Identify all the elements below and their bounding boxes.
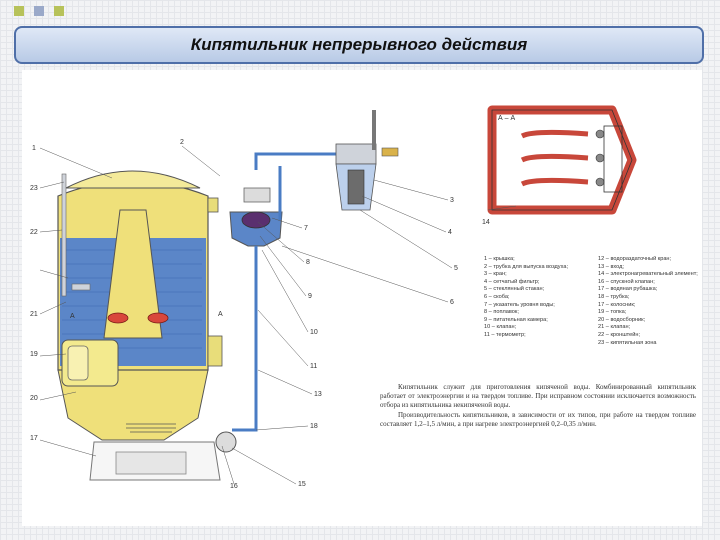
legend-item: 9 – питательная камера; xyxy=(484,316,548,323)
legend-item: 17 – колосник; xyxy=(598,301,636,308)
callout-16: 16 xyxy=(230,483,238,490)
filter-head xyxy=(335,143,377,165)
drain-valve xyxy=(215,431,237,453)
boiler-diagram: 1 2 3 4 5 6 7 8 9 10 11 13 14 15 16 17 1… xyxy=(30,105,637,490)
callout-3: 3 xyxy=(450,197,454,204)
callout-10: 10 xyxy=(310,329,318,336)
boiling-funnel xyxy=(103,209,163,339)
callout-13: 13 xyxy=(314,391,322,398)
callout-15: 15 xyxy=(298,481,306,488)
grate xyxy=(126,423,176,433)
air-outlet xyxy=(207,197,219,213)
callout-17: 17 xyxy=(30,435,38,442)
float-valve xyxy=(243,187,271,203)
callout-18: 18 xyxy=(310,423,318,430)
decor-square xyxy=(54,6,64,16)
decor-square xyxy=(34,6,44,16)
legend-item: 19 – топка; xyxy=(598,309,627,316)
legend-item: 11 – термометр; xyxy=(484,331,526,338)
slide-content: 1 2 3 4 5 6 7 8 9 10 11 13 14 15 16 17 1… xyxy=(22,70,702,526)
side-valve xyxy=(207,335,223,367)
legend-item: 22 – кронштейн; xyxy=(598,331,641,338)
section-arrow-left: A xyxy=(70,313,75,320)
boiler-lid xyxy=(65,170,201,189)
description-text: Кипятильник служит для приготовления кип… xyxy=(380,383,696,429)
callout-11: 11 xyxy=(310,363,317,370)
legend-item: 13 – вход; xyxy=(598,263,624,270)
terminal-bolts xyxy=(595,129,605,187)
callout-19: 19 xyxy=(30,351,38,358)
heater-element xyxy=(147,312,169,324)
legend-item: 14 – электронагревательный элемент; xyxy=(598,271,698,278)
legend-item: 4 – сетчатый фильтр; xyxy=(484,278,540,285)
ash-drawer xyxy=(115,451,187,475)
callout-20: 20 xyxy=(30,395,38,402)
heater-coils xyxy=(520,129,589,187)
legend-item: 17 – водяная рубашка; xyxy=(598,286,658,293)
float xyxy=(241,211,271,229)
callout-9: 9 xyxy=(308,293,312,300)
decor-square xyxy=(14,6,24,16)
legend-column-left: 1 – крышка; 2 – трубка для выпуска возду… xyxy=(484,256,588,340)
legend-item: 20 – водосборник; xyxy=(598,316,646,323)
callout-1: 1 xyxy=(32,145,36,152)
slide-title-bar: Кипятильник непрерывного действия xyxy=(14,26,704,64)
legend-item: 18 – трубка; xyxy=(598,293,630,300)
legend-item: 16 – спускной клапан; xyxy=(598,278,655,285)
callout-21: 21 xyxy=(30,311,38,318)
door-handle xyxy=(67,345,89,381)
description-paragraph: Производительность кипятильников, в зави… xyxy=(380,410,696,428)
level-gauge xyxy=(61,173,67,297)
callout-6: 6 xyxy=(450,299,454,306)
section-arrow-right: A xyxy=(218,311,223,318)
callout-14: 14 xyxy=(482,219,490,226)
legend-item: 8 – поплавок; xyxy=(484,309,519,316)
terminal-plate xyxy=(603,125,623,193)
leader-lines xyxy=(39,145,517,485)
legend-item: 21 – клапан; xyxy=(598,324,631,331)
legend-item: 3 – кран; xyxy=(484,271,507,278)
legend-item: 23 – кипятильная зона xyxy=(598,339,657,346)
faucet-handle xyxy=(372,110,376,150)
legend-item: 10 – клапан; xyxy=(484,324,517,331)
legend-item: 5 – стеклянный стакан; xyxy=(484,286,545,293)
mesh-filter xyxy=(347,169,365,205)
housing-outline xyxy=(491,109,633,211)
callout-5: 5 xyxy=(454,265,458,272)
callout-22: 22 xyxy=(30,229,38,236)
legend-item: 7 – указатель уровня воды; xyxy=(484,301,555,308)
legend-item: 1 – крышка; xyxy=(484,256,515,262)
legend-column-right: 12 – водораздаточный кран; 13 – вход; 14… xyxy=(598,256,702,347)
gauge-bracket xyxy=(71,283,91,291)
legend-item: 6 – скоба; xyxy=(484,293,510,300)
callout-4: 4 xyxy=(448,229,452,236)
legend-item: 12 – водораздаточный кран; xyxy=(598,256,672,262)
description-paragraph: Кипятильник служит для приготовления кип… xyxy=(380,383,696,410)
heater-housing xyxy=(487,105,637,215)
legend-item: 2 – трубка для выпуска воздуха; xyxy=(484,263,568,270)
heater-element xyxy=(107,312,129,324)
section-label: А – А xyxy=(498,115,515,122)
slide-title: Кипятильник непрерывного действия xyxy=(190,35,528,54)
callout-7: 7 xyxy=(304,225,308,232)
callout-8: 8 xyxy=(306,259,310,266)
faucet xyxy=(381,147,399,157)
callout-23: 23 xyxy=(30,185,38,192)
callout-2: 2 xyxy=(180,139,184,146)
